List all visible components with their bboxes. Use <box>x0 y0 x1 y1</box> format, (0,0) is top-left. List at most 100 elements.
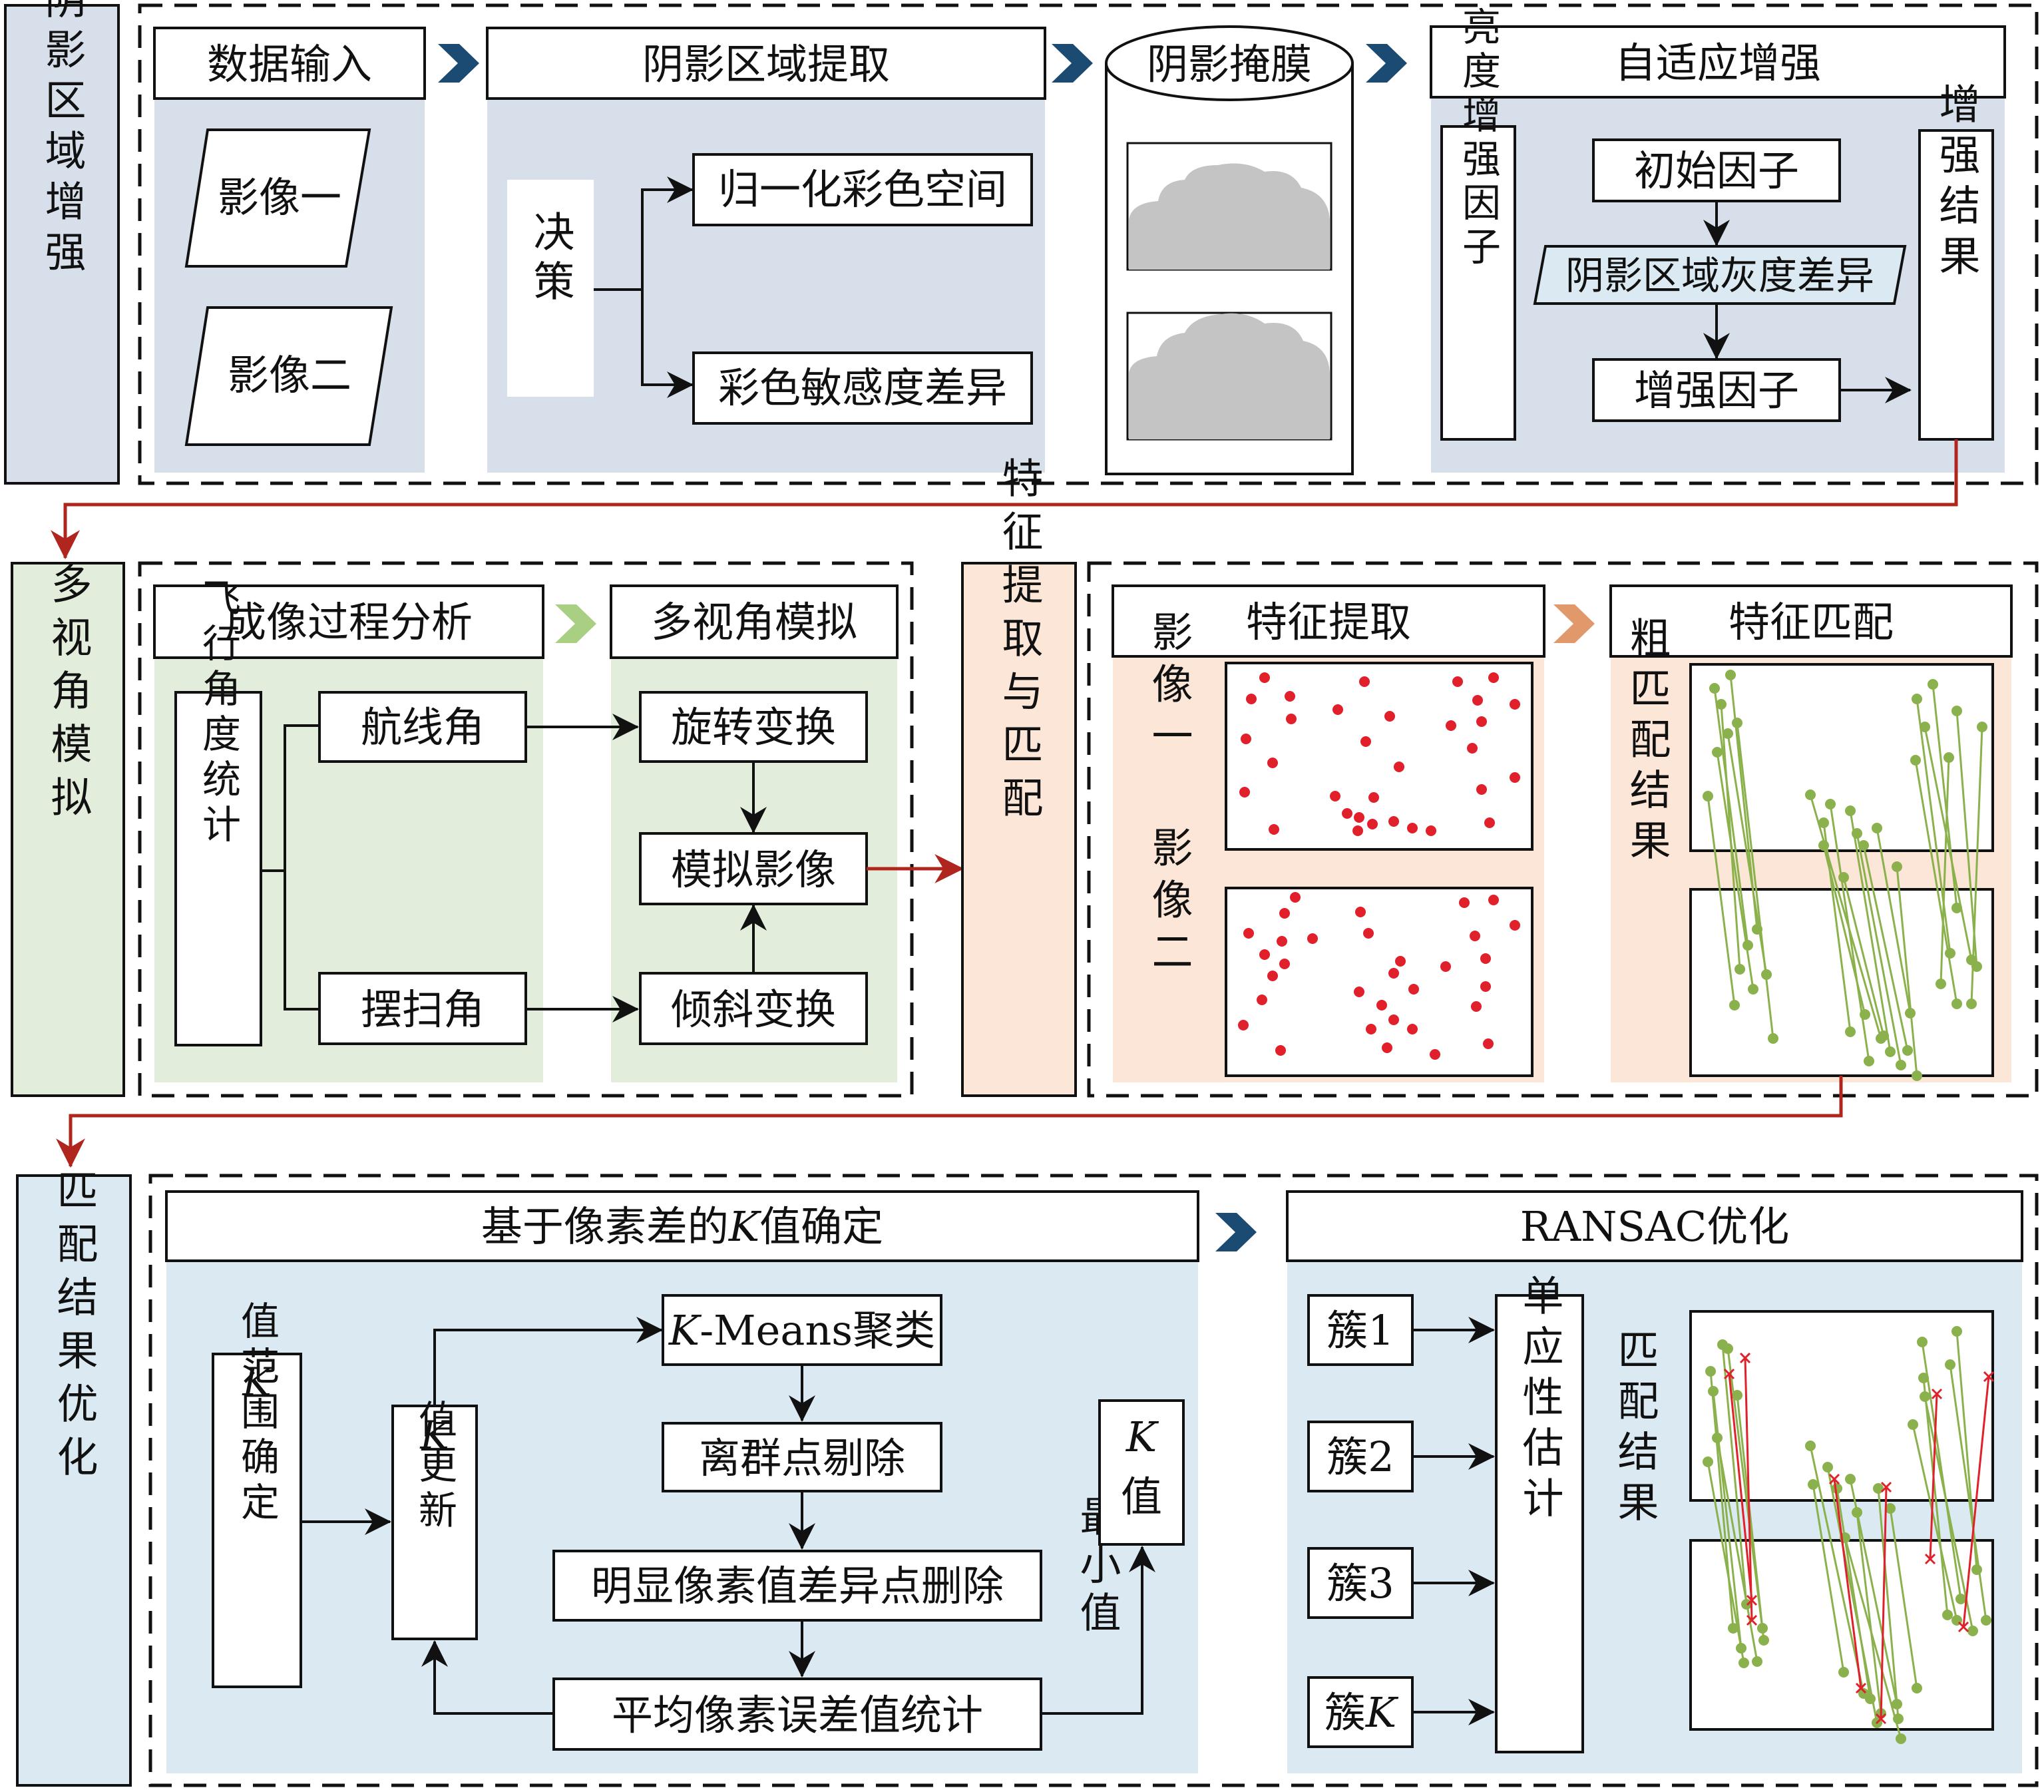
k-range-label: 值范围确定 <box>234 1301 280 1527</box>
swing-angle-box <box>318 972 527 1045</box>
match-point <box>1971 961 1982 972</box>
inlier-line <box>1949 1364 1987 1621</box>
stage-1-box <box>4 4 120 485</box>
inlier-point <box>1738 1658 1749 1668</box>
feature-point <box>1388 1014 1399 1025</box>
outlier-mark <box>1880 1481 1892 1493</box>
inlier-point <box>1981 1615 1991 1626</box>
feature-point <box>1388 816 1399 827</box>
feature-point <box>1342 808 1352 819</box>
feature-point <box>1510 699 1520 710</box>
final-match-image-bottom <box>1689 1539 1994 1731</box>
feature-point <box>1440 961 1451 972</box>
inlier-point <box>1838 1667 1849 1678</box>
avg-error-box <box>552 1678 1042 1751</box>
connector-stage1-to-stage2 <box>51 439 1958 560</box>
match-line <box>1896 866 1918 1076</box>
feature-point <box>1259 949 1270 960</box>
chevron-orange <box>1553 604 1595 643</box>
match-point <box>1845 805 1856 816</box>
cluster-2-box <box>1307 1421 1414 1492</box>
chevron-2 <box>1052 44 1093 83</box>
outlier-mark <box>1957 1621 1969 1633</box>
flight-angle-stats-label: 飞行角度统计 <box>196 578 241 849</box>
feature-point <box>1476 784 1487 795</box>
outlier-mark <box>1983 1371 1995 1383</box>
feature-point <box>1382 1042 1392 1053</box>
match-line <box>1924 726 1973 961</box>
match-line <box>1955 710 1978 967</box>
feature-stage-label: 特征提取与匹配 <box>995 457 1044 829</box>
adaptive-enhancement-title: 自适应增强 <box>1615 39 1821 87</box>
feature-point <box>1368 792 1379 803</box>
stage-3-frame <box>148 1174 2039 1787</box>
feature-point <box>1395 956 1406 967</box>
stage-3: 匹配结果优化 <box>16 1169 2039 1787</box>
enhance-result-label: 增强结果 <box>1932 83 1981 285</box>
cluster-2-label: 簇2 <box>1327 1433 1394 1481</box>
feature-points-two <box>1238 892 1520 1060</box>
shadow-extraction-header <box>486 27 1046 100</box>
feature-point <box>1407 823 1418 833</box>
arrow-update-to-kmeans <box>433 1317 663 1406</box>
feature-point <box>1388 968 1399 979</box>
outlier-line <box>1833 1478 1862 1689</box>
inlier-point <box>1758 1635 1769 1646</box>
inlier-point <box>1845 1474 1856 1484</box>
inlier-point <box>1752 1656 1762 1667</box>
shadow-mask-module: 阴影掩膜 <box>1105 25 1354 475</box>
inlier-point <box>1917 1337 1928 1347</box>
feature-point <box>1407 1024 1418 1034</box>
match-line <box>1856 833 1902 1066</box>
mask-shape-one <box>1129 163 1330 270</box>
feature-point <box>1480 953 1491 964</box>
image-two-parallelogram <box>184 306 393 446</box>
feature-point <box>1246 694 1257 704</box>
enhance-factor-box <box>1592 358 1841 422</box>
data-input-title: 数据输入 <box>207 40 372 89</box>
feature-points-image-one <box>1225 662 1533 851</box>
feature-point <box>1352 825 1363 836</box>
stage-1-frame <box>138 3 2039 485</box>
feature-point <box>1510 772 1520 783</box>
match-line <box>1970 726 1983 1005</box>
match-point <box>1951 999 1962 1009</box>
match-point <box>1912 694 1922 704</box>
feature-point <box>1277 936 1287 947</box>
multiview-title: 多视角模拟 <box>651 598 857 646</box>
heading-angle-label: 航线角 <box>361 703 485 752</box>
match-point <box>1712 747 1723 758</box>
match-point <box>1902 1045 1913 1056</box>
outlier-mark <box>1746 1614 1758 1626</box>
outlier-mark <box>1828 1473 1840 1485</box>
stage-2-frame <box>138 561 914 1098</box>
match-point <box>1716 699 1727 710</box>
line-to-swing <box>284 871 319 1010</box>
arrow-avg-to-kval <box>1041 1546 1155 1715</box>
inlier-line <box>1844 1537 1902 1739</box>
cluster-k-box <box>1307 1676 1414 1748</box>
match-point <box>1838 872 1849 883</box>
svg-text:自适应阴影区域增强: 自适应阴影区域增强 <box>38 0 87 281</box>
feature-point <box>1241 734 1251 744</box>
chevron-green <box>555 604 596 643</box>
feature-point <box>1366 1024 1376 1034</box>
inlier-point <box>1822 1462 1833 1472</box>
inlier-line <box>1716 1437 1758 1662</box>
inlier-point <box>1728 1623 1738 1634</box>
match-point <box>1860 1009 1870 1020</box>
match-point <box>1912 1070 1922 1081</box>
inlier-point <box>1705 1366 1716 1377</box>
feature-point <box>1476 716 1487 727</box>
feature-point <box>1259 672 1270 683</box>
match-line <box>1940 757 1950 985</box>
pixel-diff-removal-box <box>552 1550 1042 1622</box>
inlier-point <box>1757 1623 1768 1634</box>
adaptive-enhancement-header <box>1430 25 2006 99</box>
match-point <box>1852 828 1862 839</box>
cluster-1-label: 簇1 <box>1327 1306 1394 1355</box>
inlier-line <box>1809 1445 1865 1694</box>
inlier-line <box>1922 1377 1949 1616</box>
imaging-analysis-header <box>153 584 544 659</box>
decision-box <box>507 180 594 397</box>
